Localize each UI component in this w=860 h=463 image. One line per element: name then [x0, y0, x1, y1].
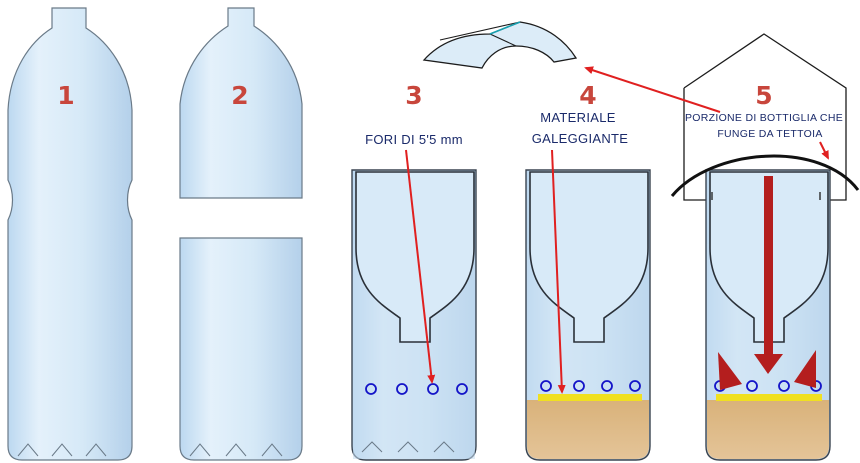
- step-number-4: 4: [579, 81, 596, 110]
- bottle-5-sediment: [707, 400, 829, 459]
- hole-marker: [396, 383, 408, 395]
- roof-piece-edges: [439, 21, 521, 47]
- bottle-3: 3 FORI DI 5'5 mm: [351, 81, 477, 461]
- bottle-4-sediment: [527, 400, 649, 459]
- step-number-2: 2: [231, 81, 248, 110]
- bottle-4-float-layer: [538, 394, 642, 401]
- caption-roof-line-1: PORZIONE DI BOTTIGLIA CHE: [685, 112, 843, 124]
- bottle-2: 2: [179, 7, 303, 461]
- step-number-3: 3: [405, 81, 422, 110]
- bottle-2-bottom-half: [179, 237, 303, 461]
- hole-marker: [427, 383, 439, 395]
- bottle-1-base-ridges: [17, 443, 107, 457]
- flow-arrow-shaft: [764, 176, 773, 356]
- hole-marker: [365, 383, 377, 395]
- caption-float-line-1: MATERIALE: [540, 110, 615, 125]
- arrow-to-roof-arc: [819, 141, 829, 160]
- flow-arrow-head: [754, 354, 783, 374]
- caption-float-line-2: GALEGGIANTE: [532, 131, 629, 146]
- arrow-to-holes: [405, 149, 436, 384]
- hole-marker: [601, 380, 613, 392]
- hole-marker: [540, 380, 552, 392]
- bottle-1-body: [7, 7, 133, 461]
- roof-piece-highlight: [489, 21, 521, 35]
- hole-marker: [629, 380, 641, 392]
- bottle-3-base-ridges: [361, 441, 455, 453]
- caption-holes: FORI DI 5'5 mm: [365, 132, 463, 147]
- flow-arrow-right: [794, 350, 816, 388]
- hole-marker: [573, 380, 585, 392]
- bottle-2-base-ridges: [189, 443, 283, 457]
- step-number-5: 5: [755, 81, 772, 110]
- bottle-4: 4 MATERIALE GALEGGIANTE: [525, 81, 651, 461]
- bottle-2-top-half: [179, 7, 303, 199]
- hole-marker: [456, 383, 468, 395]
- roof-arc: [670, 154, 860, 197]
- arrow-to-roof-piece: [584, 66, 721, 113]
- hole-marker: [746, 380, 758, 392]
- roof-piece: [422, 21, 578, 69]
- bottle-5: 5 PORZIONE DI BOTTIGLIA CHE FUNGE DA TET…: [670, 33, 860, 461]
- bottle-1: 1: [7, 7, 133, 461]
- roof-piece-shape: [422, 21, 578, 69]
- arrow-to-float: [551, 149, 566, 394]
- step-number-1: 1: [57, 81, 74, 110]
- bottle-4-funnel: [529, 171, 649, 343]
- bottle-5-float-layer: [716, 394, 822, 401]
- flow-arrow-left: [718, 352, 742, 390]
- hole-marker: [778, 380, 790, 392]
- caption-roof-line-2: FUNGE DA TETTOIA: [717, 128, 822, 140]
- bottle-3-funnel: [355, 171, 475, 343]
- frame-feet: [711, 192, 821, 200]
